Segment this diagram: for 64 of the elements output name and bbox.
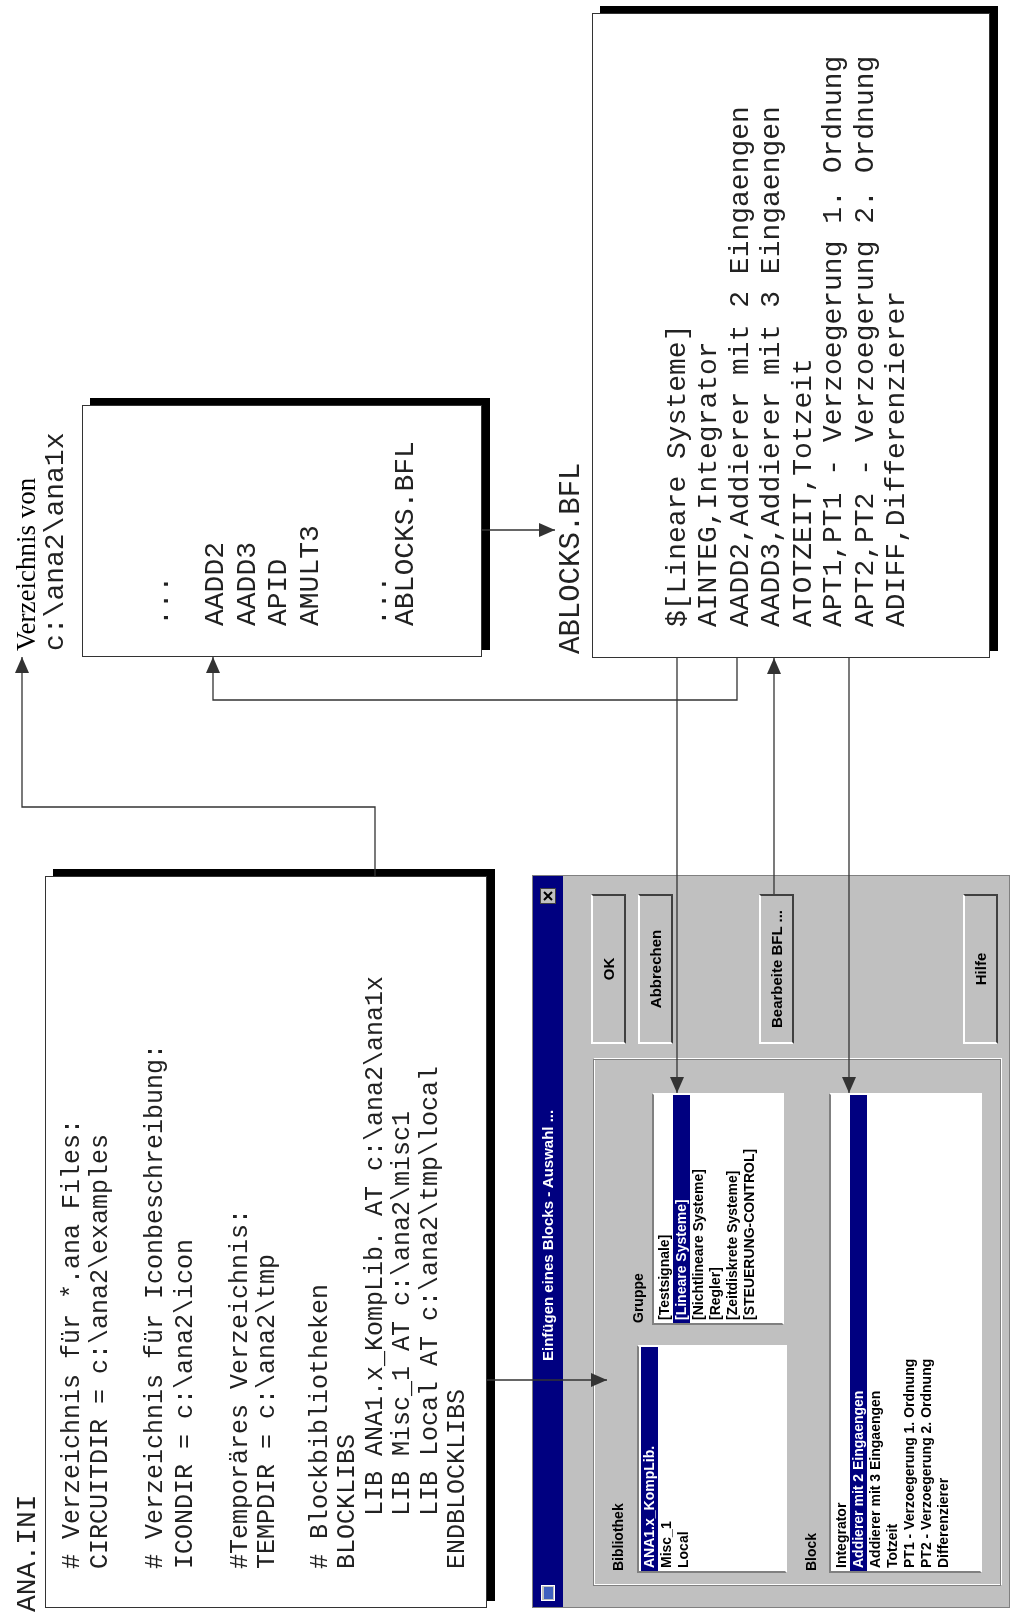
- code-line: APT1,PT1 - Verzoegerung 1. Ordnung: [819, 55, 849, 627]
- file-name: AADD3: [233, 542, 263, 626]
- directory-path: c:\ana2\ana1x: [40, 432, 72, 651]
- directory-heading: Verzeichnis von: [10, 477, 42, 651]
- list-item: [Testsignale]: [656, 1233, 673, 1322]
- selected-list-item: Addierer mit 2 Eingaengen: [850, 1095, 867, 1571]
- list-item: Differenzierer: [935, 1476, 952, 1570]
- code-line: # Verzeichnis für Iconbeschreibung:: [141, 1043, 171, 1569]
- ellipsis: ...: [364, 575, 394, 626]
- code-line: CIRCUITDIR = c:\ana2\examples: [86, 1133, 116, 1569]
- code-line: ICONDIR = c:\ana2\icon: [171, 1238, 201, 1569]
- ellipsis: ...: [146, 575, 176, 626]
- selected-list-item: [Lineare Systeme]: [673, 1095, 690, 1323]
- code-line: LIB ANA1.x_KompLib. AT c:\ana2\ana1x: [361, 975, 390, 1516]
- edit-button: Bearbeite BFL ...: [759, 894, 794, 1044]
- code-line: TEMPDIR = c:\ana2\tmp: [253, 1253, 283, 1569]
- code-line: BLOCKLIBS: [333, 1433, 363, 1569]
- code-line: $[Lineare Systeme]: [663, 324, 693, 627]
- dialog-title: Einfügen eines Blocks - Auswahl ...: [538, 1109, 557, 1361]
- selected-list-item: ANA1.x_KompLib.: [641, 1347, 658, 1571]
- list-item: [Regler]: [707, 1266, 724, 1322]
- file-name: AMULT3: [296, 525, 326, 626]
- arrow: [15, 656, 376, 877]
- code-line: LIB Misc_1 AT c:\ana2\misc1: [388, 1110, 418, 1516]
- code-line: APT2,PT2 - Verzoegerung 2. Ordnung: [851, 55, 881, 627]
- arrow: [206, 656, 738, 701]
- file-title: ANA.INI: [12, 1494, 44, 1612]
- file-title: ABLOCKS.BFL: [555, 462, 589, 654]
- list-label: Bibliothek: [609, 1503, 627, 1571]
- code-line: # Verzeichnis für *.ana Files:: [58, 1118, 88, 1569]
- arrow: [486, 1373, 608, 1387]
- list-item: Integrator: [833, 1501, 850, 1570]
- list-item: PT1 - Verzoegerung 1. Ordnung: [901, 1357, 918, 1570]
- list-item: [Zeitdiskrete Systeme]: [724, 1169, 741, 1322]
- code-line: AINTEG,Integrator: [694, 341, 724, 627]
- arrow: [842, 657, 856, 1094]
- code-line: #Temporäres Verzeichnis:: [226, 1208, 255, 1569]
- ok-button: OK: [591, 894, 626, 1044]
- file-name: APID: [264, 558, 294, 626]
- list-item: Misc_1: [658, 1520, 675, 1570]
- code-line: AADD3,Addierer mit 3 Eingaengen: [757, 106, 787, 627]
- group-frame: [593, 1059, 1001, 1586]
- code-line: ADIFF,Differenzierer: [882, 290, 912, 627]
- code-line: LIB Local AT c:\ana2\tmp\local: [416, 1065, 446, 1516]
- list-item: [STEUERUNG-CONTROL]: [741, 1147, 758, 1322]
- file-name: ABLOCKS.BFL: [391, 441, 421, 626]
- arrow: [481, 523, 556, 537]
- cancel-button: Abbrechen: [638, 894, 673, 1044]
- list-item: Addierer mit 3 Eingaengen: [867, 1389, 884, 1570]
- arrow: [670, 657, 684, 1094]
- code-line: ENDBLOCKLIBS: [443, 1388, 473, 1569]
- list-label: Gruppe: [629, 1273, 647, 1323]
- list-item: Totzeit: [884, 1522, 901, 1570]
- code-line: # Blockbibliotheken: [306, 1283, 336, 1569]
- arrow: [767, 657, 781, 895]
- list-item: PT2 - Verzoegerung 2. Ordnung: [918, 1357, 935, 1570]
- file-name: AADD2: [201, 542, 231, 626]
- list-item: [Nichtlineare Systeme]: [690, 1168, 707, 1322]
- code-line: ATOTZEIT,Totzeit: [789, 358, 819, 627]
- help-button: Hilfe: [963, 894, 998, 1044]
- dialog-window: [532, 875, 1010, 1608]
- list-label: Block: [802, 1532, 820, 1571]
- list-item: Local: [675, 1530, 692, 1570]
- code-line: AADD2,Addierer mit 2 Eingaengen: [726, 106, 756, 627]
